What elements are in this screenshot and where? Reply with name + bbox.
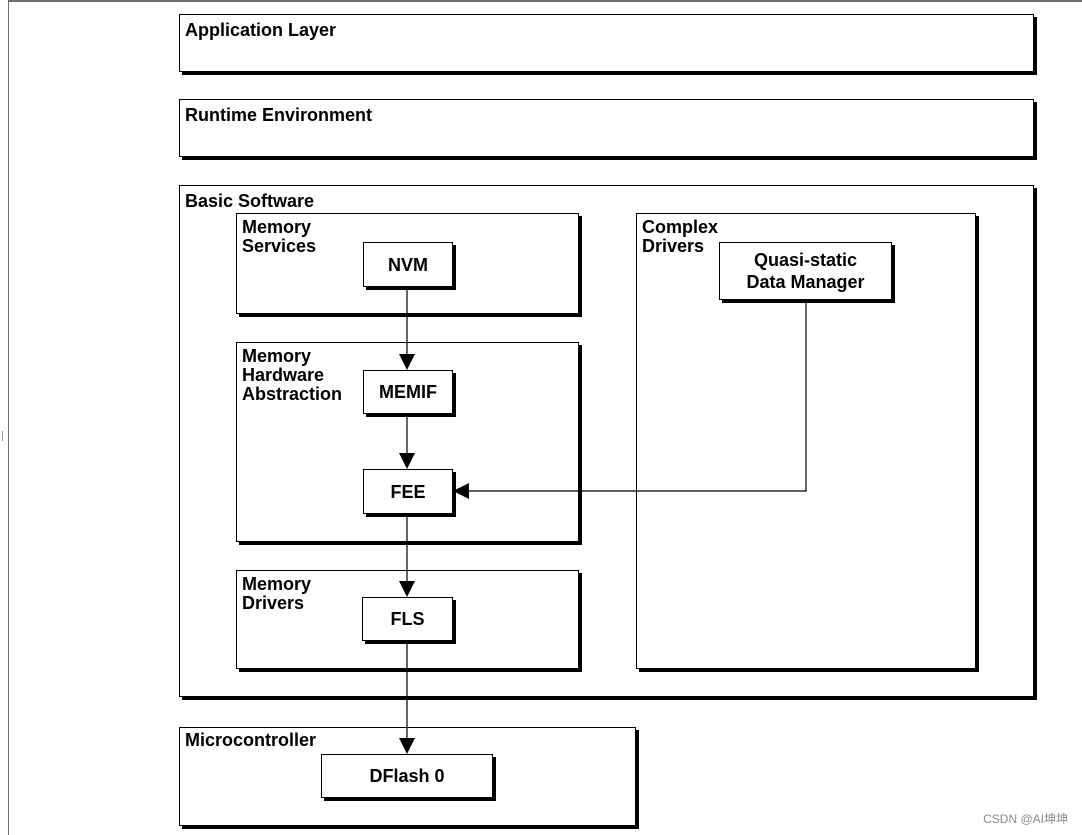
runtime-environment-label: Runtime Environment [185,105,373,125]
memory-drivers-label: Memory Drivers [242,574,312,613]
frame-top-border [8,0,1082,2]
memory-hardware-abstraction-label: Memory Hardware Abstraction [242,346,343,404]
microcontroller-label: Microcontroller [185,730,317,750]
fls-module: FLS [362,597,453,641]
memory-services-label: Memory Services [242,217,317,256]
edge-marker [2,431,3,441]
memif-module: MEMIF [363,370,453,414]
watermark: CSDN @AI坤坤 [983,812,1068,826]
complex-drivers-label: Complex Drivers [642,217,719,256]
application-layer-box: Application Layer [179,14,1034,72]
frame-left-border [8,0,9,835]
quasi-static-data-manager-module: Quasi-static Data Manager [719,242,892,300]
application-layer-label: Application Layer [185,20,337,40]
runtime-environment-box: Runtime Environment [179,99,1034,157]
dflash-module: DFlash 0 [321,754,493,798]
basic-software-label: Basic Software [185,191,315,211]
nvm-module: NVM [363,242,453,287]
fee-module: FEE [363,469,453,514]
